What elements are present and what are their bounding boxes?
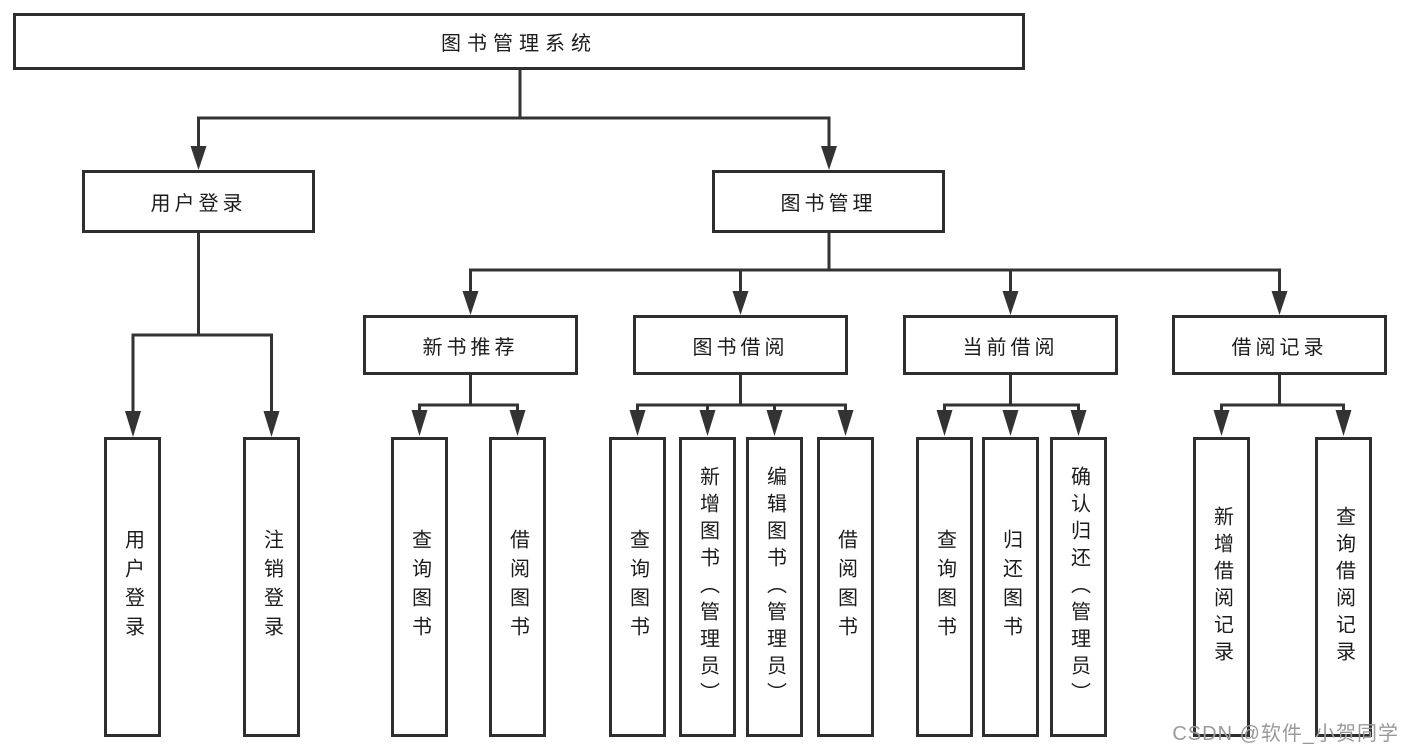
arrow-down-icon (462, 291, 479, 315)
arrow-down-icon (509, 410, 526, 436)
leaf-borrow-books-recommend: 借阅图书 (489, 437, 546, 737)
leaf-label: 借阅图书 (834, 529, 857, 645)
leaf-label: 注销登录 (260, 529, 283, 645)
node-label: 新书推荐 (422, 336, 519, 359)
leaf-edit-book-admin: 编辑图书（管理员） (746, 437, 803, 737)
leaf-label: 编辑图书（管理员） (763, 465, 786, 709)
arrow-down-icon (411, 410, 428, 436)
leaf-borrow-books: 借阅图书 (817, 437, 874, 737)
leaf-label: 查询借阅记录 (1332, 506, 1355, 668)
leaf-add-borrow-record: 新增借阅记录 (1193, 437, 1250, 737)
node-label: 当前借阅 (962, 336, 1059, 359)
leaf-label: 借阅图书 (506, 529, 529, 645)
arrow-down-icon (1070, 410, 1087, 436)
arrow-down-icon (190, 146, 207, 170)
node-book-borrow: 图书借阅 (633, 315, 848, 375)
leaf-query-books-current: 查询图书 (916, 437, 973, 737)
arrow-down-icon (1213, 410, 1230, 436)
leaf-return-book: 归还图书 (982, 437, 1039, 737)
arrow-down-icon (629, 410, 646, 436)
leaf-user-login: 用户登录 (104, 437, 161, 737)
node-label: 用户登录 (150, 193, 247, 215)
node-label: 图书管理系统 (441, 33, 597, 55)
node-book-management: 图书管理 (712, 170, 945, 233)
leaf-query-books-recommend: 查询图书 (391, 437, 448, 737)
leaf-label: 归还图书 (999, 529, 1022, 645)
arrow-down-icon (1002, 410, 1019, 436)
node-current-borrow: 当前借阅 (903, 315, 1118, 375)
leaf-label: 确认归还（管理员） (1067, 465, 1090, 709)
arrow-down-icon (766, 410, 783, 436)
leaf-confirm-return-admin: 确认归还（管理员） (1050, 437, 1107, 737)
arrow-down-icon (699, 410, 716, 436)
leaf-query-books-borrow: 查询图书 (609, 437, 666, 737)
node-user-login: 用户登录 (82, 170, 315, 233)
arrow-down-icon (936, 410, 953, 436)
leaf-label: 新增图书（管理员） (696, 465, 719, 709)
arrow-down-icon (732, 291, 749, 315)
leaf-add-book-admin: 新增图书（管理员） (679, 437, 736, 737)
node-label: 图书管理 (780, 193, 877, 215)
leaf-label: 查询图书 (626, 529, 649, 645)
arrow-down-icon (125, 411, 141, 437)
node-label: 图书借阅 (692, 336, 789, 359)
leaf-label: 新增借阅记录 (1210, 506, 1233, 668)
csdn-watermark: CSDN @软件_小贺同学 (1172, 723, 1399, 745)
leaf-label: 用户登录 (121, 529, 144, 645)
leaf-query-borrow-record: 查询借阅记录 (1315, 437, 1372, 737)
arrow-down-icon (1002, 291, 1019, 315)
node-borrow-records: 借阅记录 (1172, 315, 1387, 375)
arrow-down-icon (263, 411, 280, 437)
node-library-management-system: 图书管理系统 (13, 13, 1025, 70)
leaf-logout: 注销登录 (243, 437, 300, 737)
node-label: 借阅记录 (1231, 336, 1328, 359)
leaf-label: 查询图书 (933, 529, 956, 645)
node-new-book-recommend: 新书推荐 (363, 315, 578, 375)
leaf-label: 查询图书 (408, 529, 431, 645)
arrow-down-icon (837, 410, 854, 436)
arrow-down-icon (821, 146, 837, 170)
arrow-down-icon (1335, 410, 1352, 436)
arrow-down-icon (1271, 291, 1288, 315)
